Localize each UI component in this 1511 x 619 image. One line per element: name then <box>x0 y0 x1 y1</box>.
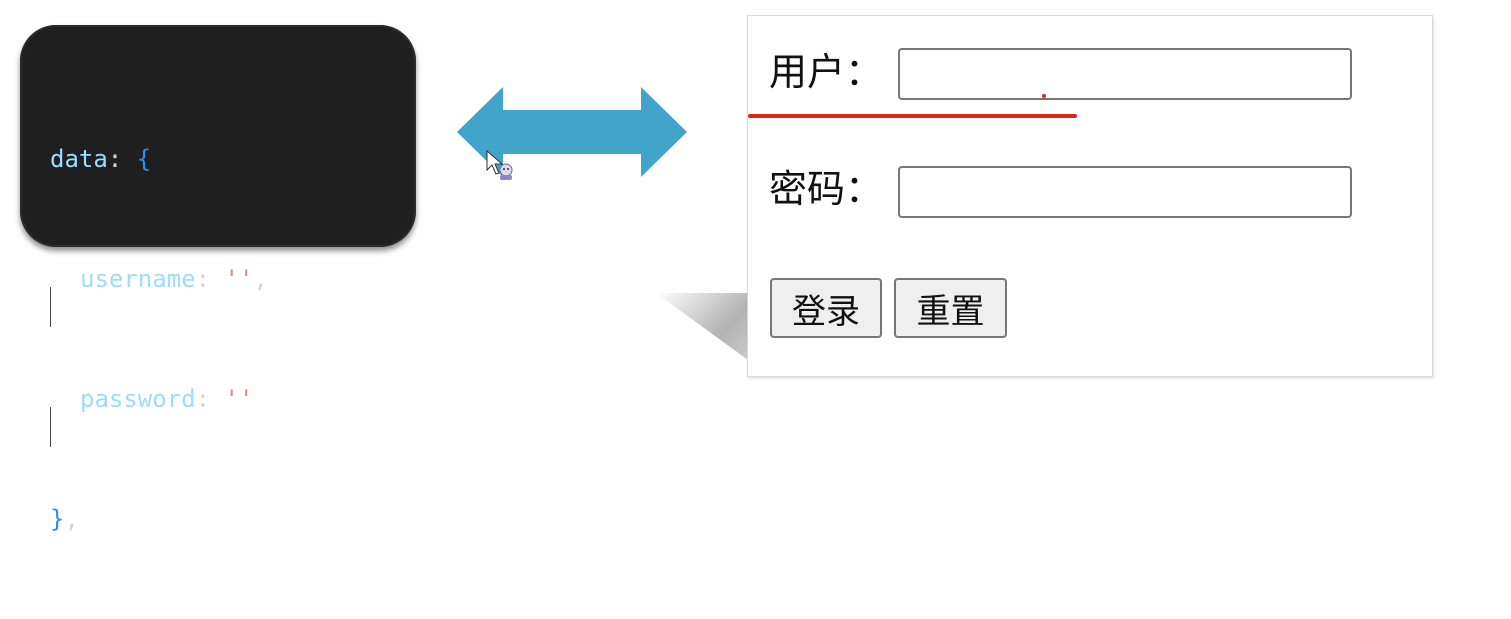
code-string: '' <box>224 385 254 413</box>
login-button[interactable]: 登录 <box>770 278 882 338</box>
code-key: username <box>80 265 196 293</box>
code-colon: : <box>195 385 225 413</box>
code-key: data <box>50 145 108 173</box>
code-open-brace: { <box>136 145 152 173</box>
annotation-underline <box>748 114 1077 118</box>
annotation-dot <box>1042 94 1046 98</box>
mouse-cursor-icon <box>486 150 513 180</box>
login-form-panel: 用户： 密码： 登录 重置 <box>747 15 1433 377</box>
password-label: 密码： <box>769 167 884 211</box>
username-label: 用户： <box>769 50 884 94</box>
indent-guide <box>50 407 51 447</box>
reset-button[interactable]: 重置 <box>894 278 1007 338</box>
indent-guide <box>50 287 51 327</box>
password-input[interactable] <box>898 166 1352 218</box>
code-colon: : <box>107 145 137 173</box>
code-colon: : <box>195 265 225 293</box>
code-line-data: data: { <box>50 139 268 179</box>
code-line-password: password: '' <box>50 379 268 447</box>
code-close-brace: } <box>50 505 65 533</box>
code-line-username: username: '', <box>50 259 268 327</box>
code-comma: , <box>64 505 79 533</box>
code-line-close: }, <box>50 499 268 539</box>
code-key: password <box>80 385 196 413</box>
username-input[interactable] <box>898 48 1352 100</box>
code-string: '' <box>224 265 254 293</box>
code-block: data: { username: '', password: '' }, <box>50 59 268 619</box>
code-snippet-card: data: { username: '', password: '' }, <box>20 25 416 533</box>
code-comma: , <box>253 265 268 293</box>
double-arrow-icon <box>457 87 687 177</box>
